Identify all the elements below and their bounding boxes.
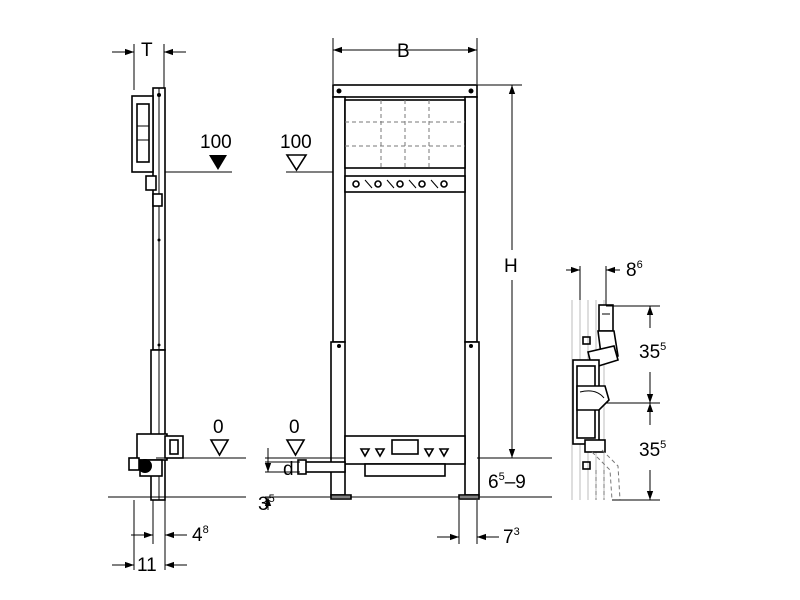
dim-11-label: 11 — [137, 555, 157, 576]
dim-35-upper-label: 355 — [639, 341, 666, 363]
dim-8-label: 86 — [626, 259, 643, 281]
level-marker-zero-front — [285, 439, 306, 457]
dim-H-label: H — [504, 256, 518, 277]
dim-7-label: 73 — [503, 526, 520, 548]
side-view: T 100 0 — [108, 40, 246, 576]
dim-4-label: 48 — [192, 524, 209, 546]
dim-3-label: 35 — [258, 493, 275, 515]
level-100-front: 100 — [280, 132, 312, 153]
front-view: B — [258, 38, 552, 548]
level-marker-zero-side — [209, 439, 230, 457]
level-0-front: 0 — [289, 417, 300, 438]
level-0-side: 0 — [213, 417, 224, 438]
level-marker-outline — [285, 154, 308, 172]
dim-B-label: B — [397, 41, 410, 62]
dim-d-label: d — [283, 459, 294, 480]
level-100-side: 100 — [200, 132, 232, 153]
dim-T-label: T — [141, 40, 153, 61]
dim-35-lower-label: 355 — [639, 439, 666, 461]
dim-65-9-label: 65–9 — [488, 471, 526, 493]
level-marker-filled — [209, 155, 227, 170]
drain-detail-view: 86 355 355 — [566, 259, 666, 501]
